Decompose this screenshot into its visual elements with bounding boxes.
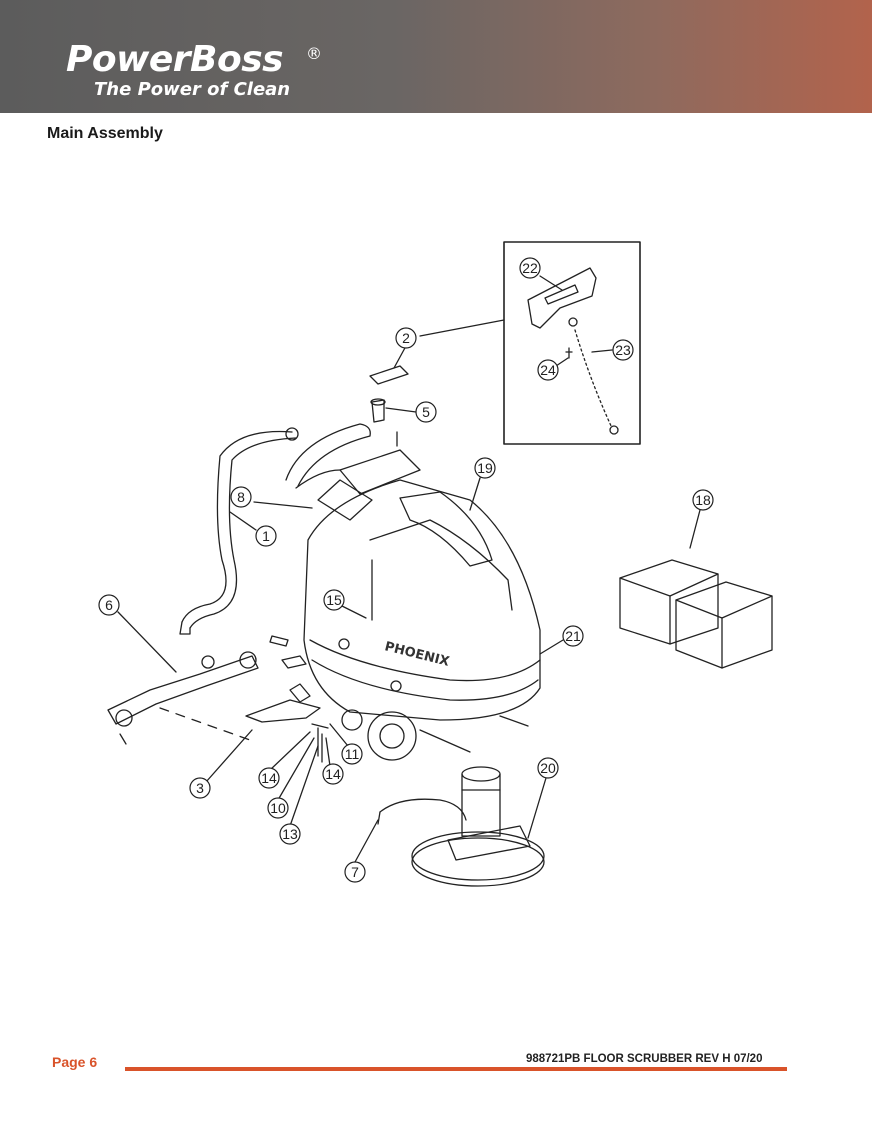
svg-text:11: 11	[345, 746, 360, 762]
page-number: Page 6	[52, 1054, 98, 1070]
callout-14-left: 14	[258, 767, 280, 789]
svg-text:20: 20	[540, 760, 556, 776]
svg-text:23: 23	[615, 342, 631, 358]
svg-text:21: 21	[565, 628, 581, 644]
callout-11: 11	[341, 743, 363, 765]
callout-13: 13	[279, 823, 301, 845]
callout-14-right: 14	[322, 763, 344, 785]
svg-text:2: 2	[402, 330, 410, 346]
callout-20: 20	[537, 757, 559, 779]
svg-text:18: 18	[695, 492, 711, 508]
callout-3: 3	[189, 777, 211, 799]
svg-text:1: 1	[262, 528, 270, 544]
callout-1: 1	[255, 525, 277, 547]
svg-text:24: 24	[540, 362, 556, 378]
callout-15: 15	[323, 589, 345, 611]
callout-7: 7	[344, 861, 366, 883]
callout-10: 10	[267, 797, 289, 819]
callout-23: 23	[612, 339, 634, 361]
svg-text:19: 19	[477, 460, 493, 476]
callout-8: 8	[230, 486, 252, 508]
svg-text:14: 14	[325, 766, 341, 782]
section-title: Main Assembly	[47, 125, 163, 142]
svg-text:6: 6	[105, 597, 113, 613]
callout-2: 2	[395, 327, 417, 349]
callout-19: 19	[474, 457, 496, 479]
svg-text:8: 8	[237, 489, 245, 505]
document-id: 988721PB FLOOR SCRUBBER REV H 07/20	[526, 1053, 763, 1065]
callout-22: 22	[519, 257, 541, 279]
header-banner: PowerBoss ® The Power of Clean	[0, 0, 872, 113]
svg-text:7: 7	[351, 864, 359, 880]
svg-text:14: 14	[261, 770, 277, 786]
svg-text:5: 5	[422, 404, 430, 420]
callout-6: 6	[98, 594, 120, 616]
callout-21: 21	[562, 625, 584, 647]
svg-text:13: 13	[282, 826, 298, 842]
callout-5: 5	[415, 401, 437, 423]
svg-text:15: 15	[326, 592, 342, 608]
svg-text:3: 3	[196, 780, 204, 796]
callout-24: 24	[537, 359, 559, 381]
brand-tagline: The Power of Clean	[94, 79, 291, 100]
svg-text:22: 22	[522, 260, 538, 276]
footer-divider	[125, 1067, 787, 1071]
svg-text:10: 10	[270, 800, 286, 816]
callout-18: 18	[692, 489, 714, 511]
brand-logo: PowerBoss	[66, 39, 284, 80]
machine-badge: PHOENIX	[383, 639, 451, 670]
registered-mark: ®	[306, 44, 322, 63]
